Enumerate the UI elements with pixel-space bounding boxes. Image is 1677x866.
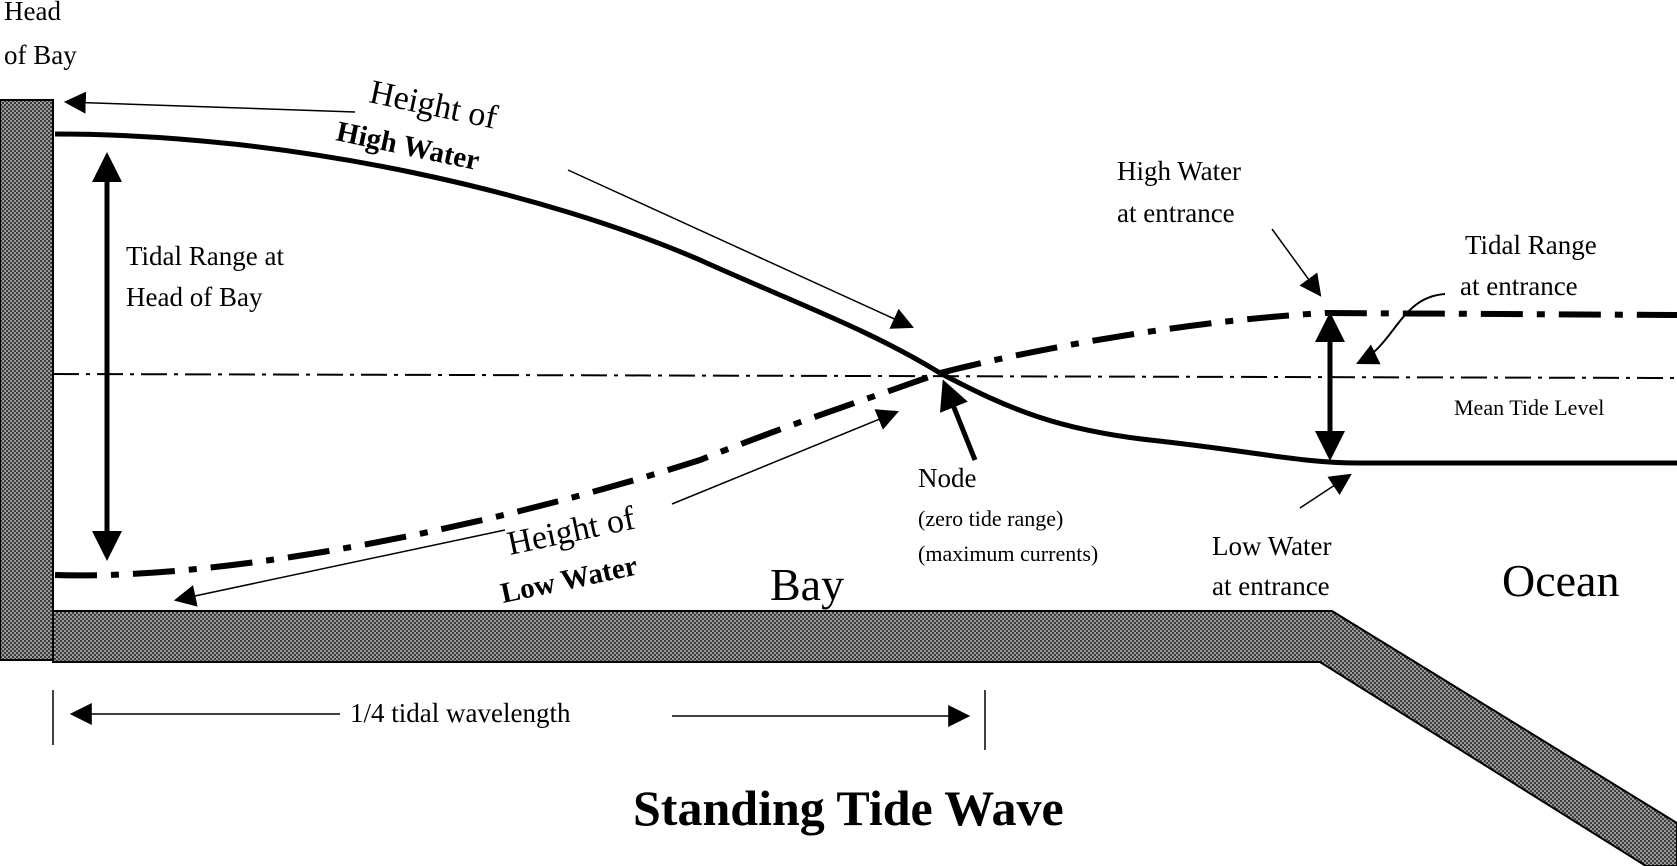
tidal-range-entrance-label-2: at entrance <box>1460 271 1578 301</box>
quarter-wavelength-label: 1/4 tidal wavelength <box>350 698 571 728</box>
node-label: Node <box>918 463 976 493</box>
node-note-1: (zero tide range) <box>918 506 1063 531</box>
tidal-range-entrance-label-1: Tidal Range <box>1465 230 1597 260</box>
diagram-title: Standing Tide Wave <box>633 780 1064 836</box>
high-water-entrance-label-2: at entrance <box>1117 198 1235 228</box>
high-water-pointer <box>567 169 915 329</box>
low-water-pointer-right <box>671 409 900 505</box>
low-water-entrance-label-1: Low Water <box>1212 531 1332 561</box>
head-of-bay-pointer <box>63 91 356 114</box>
head-of-bay-wall <box>0 99 54 661</box>
high-water-entrance-label-1: High Water <box>1117 156 1241 186</box>
bay-floor <box>52 610 1677 866</box>
high-water-entrance-pointer <box>1271 228 1322 297</box>
head-of-bay-label-1: Head <box>4 0 61 26</box>
tidal-range-entrance-pointer <box>1356 293 1446 365</box>
low-water-pointer-left <box>173 529 506 607</box>
low-water-entrance-label-2: at entrance <box>1212 571 1330 601</box>
ocean-label: Ocean <box>1502 555 1619 606</box>
mean-tide-level-line <box>52 373 1676 379</box>
mean-tide-level-label: Mean Tide Level <box>1454 395 1604 420</box>
node-pointer <box>939 379 978 461</box>
high-water-entrance-curve <box>939 309 1677 376</box>
tidal-range-head-label-2: Head of Bay <box>126 282 263 312</box>
low-water-entrance-pointer <box>1299 473 1352 509</box>
bay-label: Bay <box>770 559 844 610</box>
node-note-2: (maximum currents) <box>918 541 1098 566</box>
high-water-curve <box>54 131 942 376</box>
low-water-curve <box>54 370 942 579</box>
head-of-bay-label-2: of Bay <box>4 40 77 70</box>
tidal-range-head-label-1: Tidal Range at <box>126 241 284 271</box>
